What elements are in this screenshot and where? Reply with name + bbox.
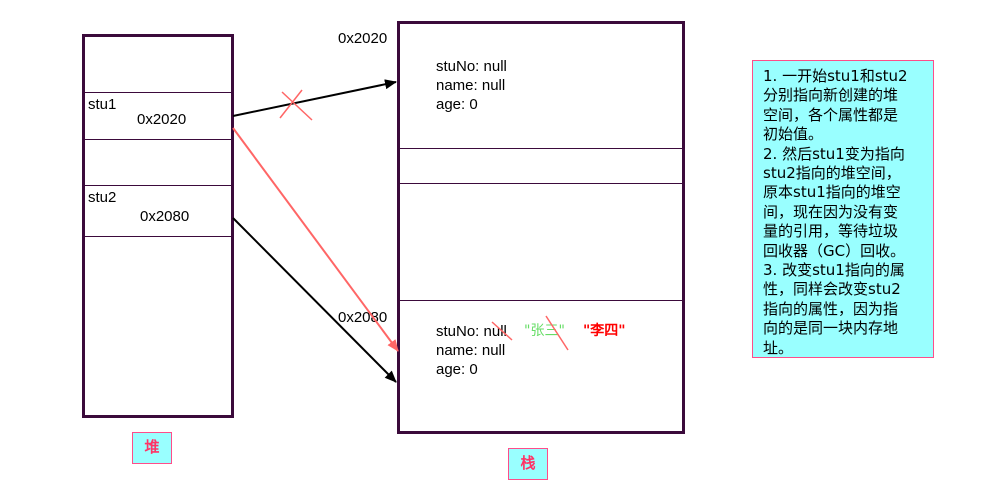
stu1-to-obj2-arrow: [232, 127, 399, 352]
object2-old-name: "张三": [524, 323, 565, 339]
heap-divider: [84, 185, 232, 186]
note-line: 1. 一开始stu1和stu2: [763, 67, 908, 85]
note-line: stu2指向的堆空间，: [763, 164, 901, 183]
object1-field-name: name: null: [436, 77, 506, 94]
object1-address: 0x2020: [338, 30, 388, 47]
object1-field-age: age: 0: [436, 96, 478, 113]
note-line: 址。: [763, 338, 794, 357]
note-line: 间，现在因为没有变: [763, 202, 899, 221]
note-line: 2. 然后stu1变为指向: [763, 144, 905, 163]
note-line: 空间，各个属性都是: [763, 105, 899, 124]
note-line: 量的引用，等待垃圾: [763, 222, 899, 241]
stack-objects-box: [397, 21, 685, 434]
note-line: 分别指向新创建的堆: [763, 86, 899, 105]
object2-address: 0x2080: [338, 309, 388, 326]
object2-field-name: name: null: [436, 342, 506, 359]
stack-tag: 栈: [508, 448, 548, 480]
object2-new-name: "李四": [583, 323, 626, 339]
note-line: 指向的属性，因为指: [763, 299, 899, 318]
note-line: 3. 改变stu1指向的属: [763, 261, 905, 280]
stu2-label: stu2: [88, 189, 117, 206]
stack-divider: [399, 300, 683, 301]
stu1-to-obj1-arrow: [232, 79, 397, 117]
heap-divider: [84, 92, 232, 93]
heap-divider: [84, 236, 232, 237]
note-line: 初始值。: [763, 125, 824, 144]
heap-tag: 堆: [132, 432, 172, 464]
heap-divider: [84, 139, 232, 140]
object1-field-stuno: stuNo: null: [436, 58, 507, 75]
stu2-value: 0x2080: [140, 208, 190, 225]
stack-divider: [399, 183, 683, 184]
object2-field-stuno: stuNo: null: [436, 323, 507, 340]
strike-zhangsan-mark: [545, 315, 569, 351]
heap-variables-box: [82, 34, 234, 418]
note-line: 性，同样会改变stu2: [763, 280, 901, 299]
stu1-label: stu1: [88, 96, 117, 113]
strike-null-mark: [491, 321, 513, 341]
stack-divider: [399, 148, 683, 149]
note-line: 原本stu1指向的堆空: [763, 183, 901, 202]
note-line: 向的是同一块内存地: [763, 319, 899, 338]
object2-field-age: age: 0: [436, 361, 478, 378]
arrow-cross-mark: [279, 89, 313, 121]
explanation-note: 1. 一开始stu1和stu2 分别指向新创建的堆 空间，各个属性都是 初始值。…: [752, 60, 934, 358]
note-line: 回收器（GC）回收。: [763, 241, 906, 260]
stu1-value: 0x2020: [137, 111, 187, 128]
stu2-to-obj2-arrow: [232, 217, 397, 383]
